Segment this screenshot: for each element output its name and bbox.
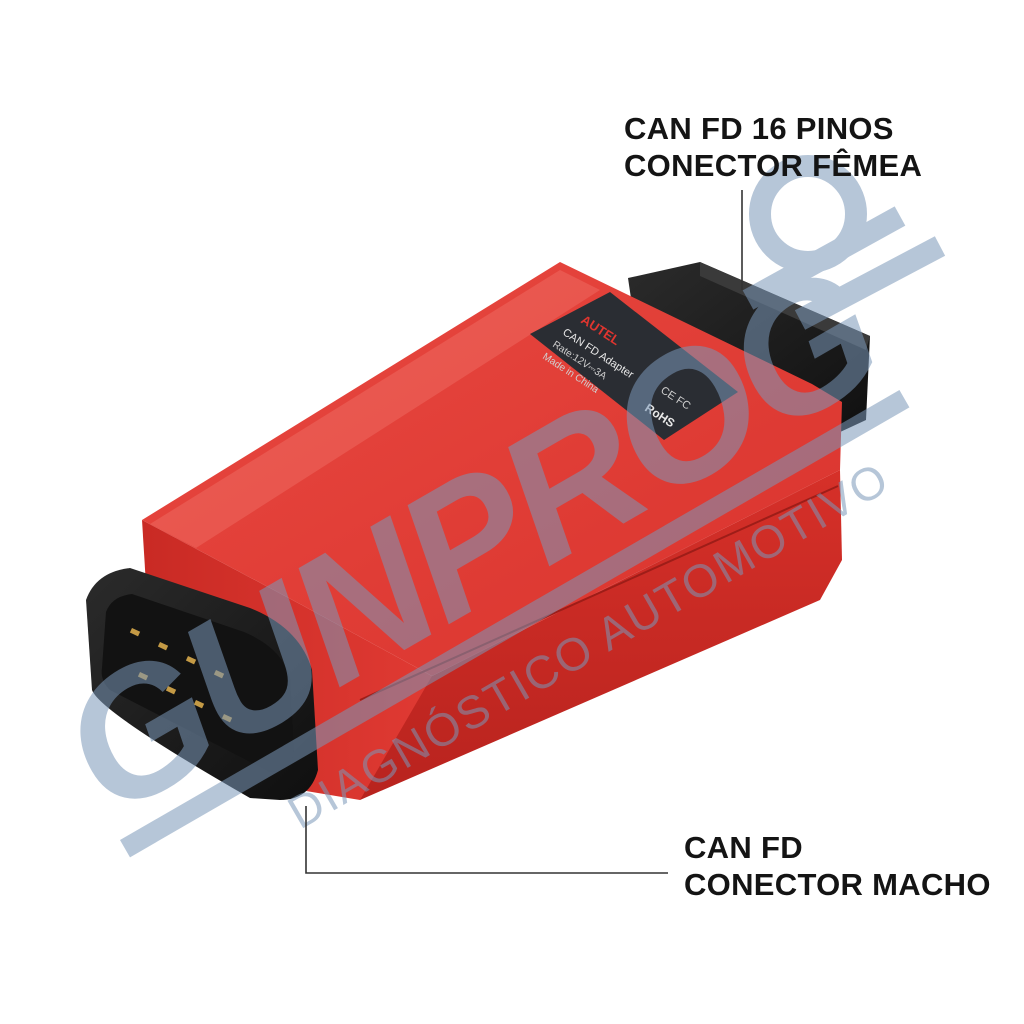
watermark-logo-icon xyxy=(742,155,946,330)
callout-line-male xyxy=(305,806,668,874)
male-connector-callout: CAN FD CONECTOR MACHO xyxy=(684,829,991,903)
male-connector xyxy=(86,568,318,800)
female-connector-callout: CAN FD 16 PINOS CONECTOR FÊMEA xyxy=(624,110,922,184)
female-callout-line2: CONECTOR FÊMEA xyxy=(624,148,923,183)
connector-pins xyxy=(129,628,233,723)
male-callout-line1: CAN FD xyxy=(684,830,803,865)
watermark-bar xyxy=(119,390,910,858)
male-callout-line2: CONECTOR MACHO xyxy=(684,867,991,902)
female-callout-line1: CAN FD 16 PINOS xyxy=(624,111,894,146)
